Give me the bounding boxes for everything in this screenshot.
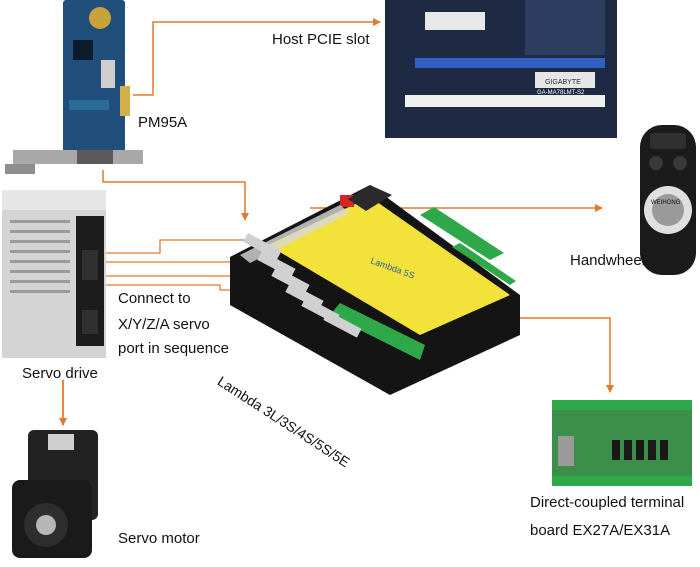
pm95a-label: PM95A: [138, 114, 188, 131]
motherboard-brand: GIGABYTE: [545, 79, 581, 86]
lambda-controller: Lambda 5S: [220, 185, 520, 415]
servo-drive-label: Servo drive: [22, 365, 98, 382]
pm95a-card: [5, 0, 145, 180]
servo-drive-image: [2, 190, 106, 358]
servo-motor-label: Servo motor: [118, 530, 200, 547]
pm95a-controller-line: [102, 170, 249, 221]
connect-line3-label: port in sequence: [118, 340, 229, 357]
host-pcie-slot-label: Host PCIE slot: [272, 31, 370, 48]
pcie-link-line: [133, 18, 381, 96]
servo-line-x: [82, 239, 258, 257]
terminal-line2-label: board EX27A/EX31A: [530, 522, 671, 539]
terminal-board-image: [552, 400, 692, 486]
handwheel-image: WEIHONG: [636, 125, 700, 275]
terminal-line1-label: Direct-coupled terminal: [530, 494, 685, 511]
motherboard-model: GA-MA78LMT-S2: [537, 90, 585, 96]
servo-motor-image: [8, 430, 108, 560]
connect-line1-label: Connect to: [118, 290, 191, 307]
handwheel-brand: WEIHONG: [651, 200, 681, 206]
handwheel-label: Handwheel: [570, 252, 646, 269]
motherboard-image: GIGABYTE GA-MA78LMT-S2: [385, 0, 617, 138]
connect-line2-label: X/Y/Z/A servo: [118, 316, 210, 333]
